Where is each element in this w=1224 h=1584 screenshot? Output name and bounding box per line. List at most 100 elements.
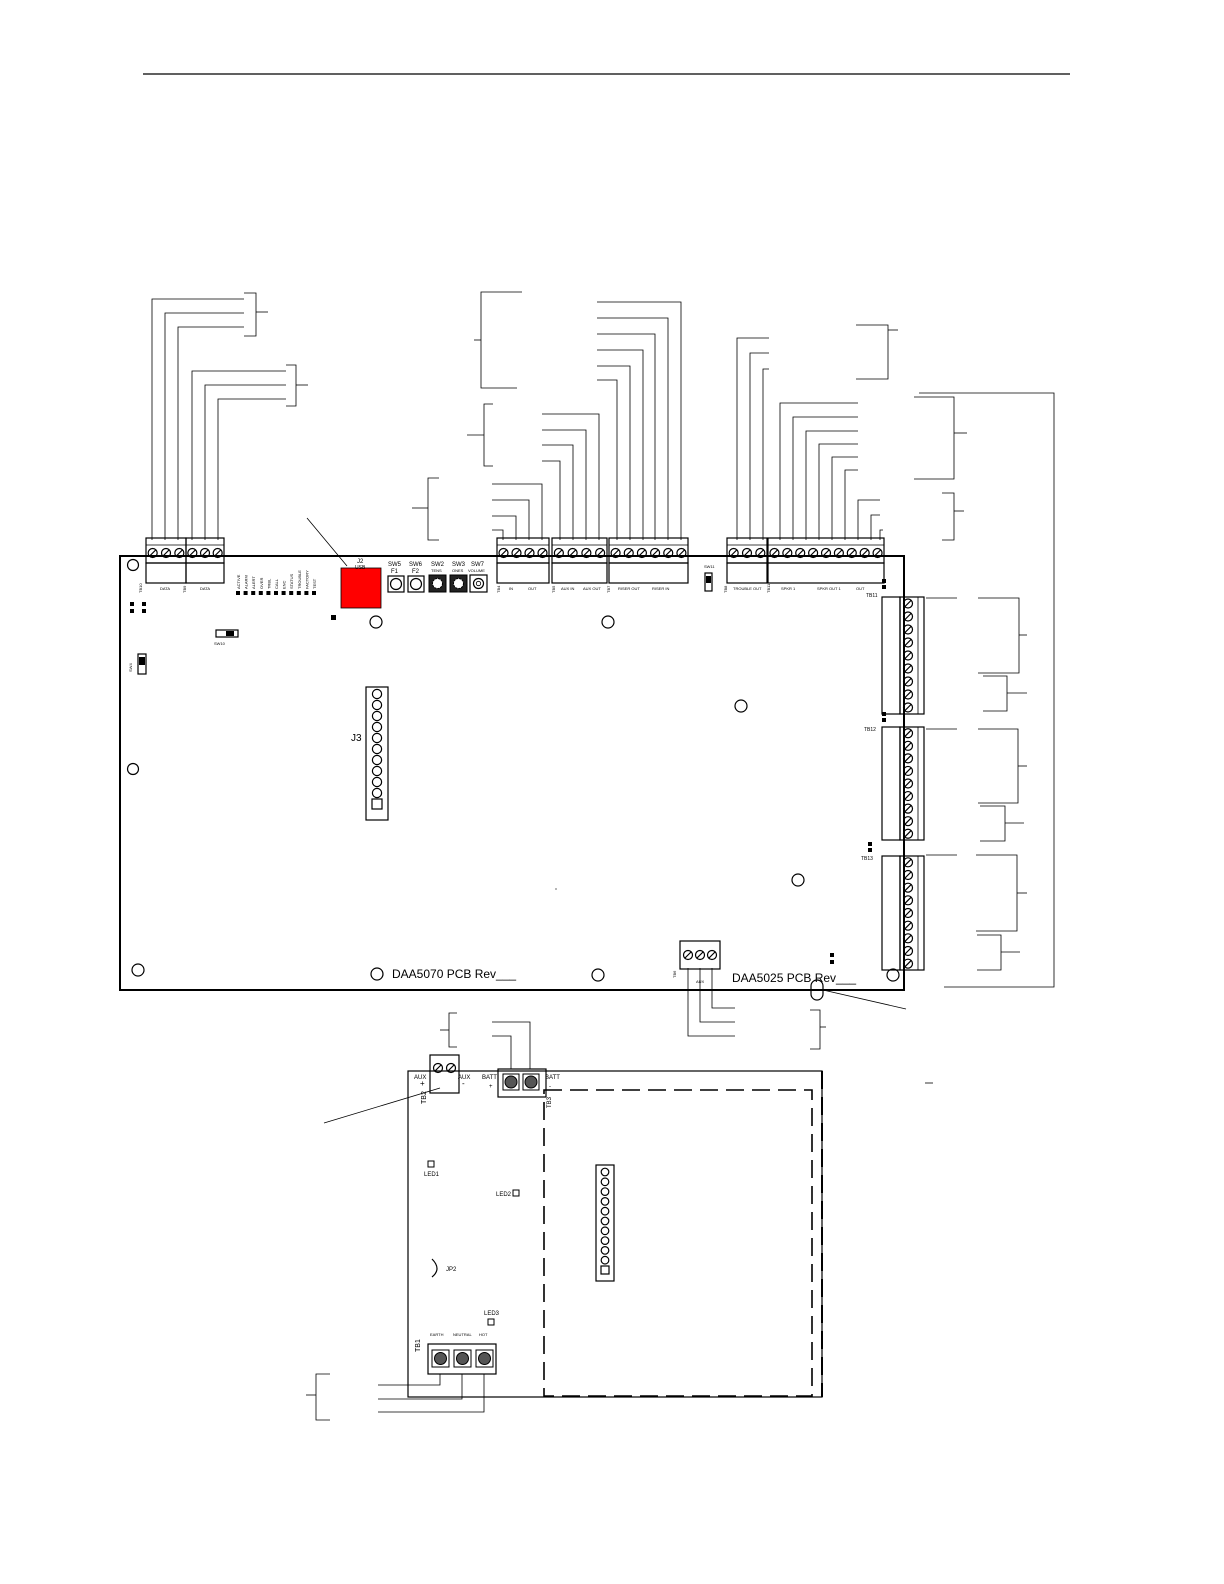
- tb6-leaders: [687, 968, 826, 1050]
- led3-label: LED3: [484, 1311, 500, 1317]
- sw7-label: SW7: [471, 562, 485, 568]
- terminal-screw-icon: [902, 828, 914, 839]
- j3-header: [365, 686, 389, 821]
- terminal-screw-icon: [663, 547, 674, 559]
- ps-pin: [600, 1226, 610, 1236]
- tb13-label: TB13: [861, 856, 873, 862]
- sw3-label: SW3: [452, 562, 466, 568]
- terminal-screw-icon: [859, 547, 870, 559]
- spkr-out1-label: SPKR OUT 1: [817, 586, 841, 591]
- out-label: OUT: [856, 586, 865, 591]
- status-led-label: STATUS: [289, 573, 294, 589]
- power-supply-board: [407, 1070, 823, 1398]
- j3-pin: [371, 787, 383, 799]
- trouble-out-label: TROUBLE OUT: [733, 586, 762, 591]
- terminal-screw-icon: [902, 689, 914, 700]
- status-led-label: TRBL: [266, 578, 271, 589]
- terminal-screw-icon: [524, 547, 535, 559]
- terminal-screw-icon: [902, 857, 914, 868]
- sw2-label: SW2: [431, 562, 445, 568]
- power-supply-dashed-area: [543, 1089, 813, 1397]
- aux-in-label: AUX IN: [561, 586, 574, 591]
- tb6-screws: [682, 949, 718, 961]
- terminal-screw-icon: [902, 753, 914, 764]
- main-pcb: [119, 555, 905, 991]
- terminal-screw-icon: [902, 803, 914, 814]
- terminal-screw-icon: [902, 765, 914, 777]
- side-leds: [830, 579, 886, 964]
- terminal-screw-icon: [902, 676, 914, 687]
- tb12-label: TB12: [864, 727, 876, 733]
- terminal-screw-icon: [782, 547, 793, 559]
- terminal-screw-icon: [553, 547, 564, 559]
- riser-in-label: RISER IN: [652, 586, 669, 591]
- terminal-screw-icon: [636, 547, 648, 559]
- tb11-label: TB11: [866, 593, 878, 599]
- tb10-data-label: DATA: [160, 586, 170, 591]
- jp2-jumper-icon: [431, 1258, 438, 1278]
- status-led-label: ALERT: [251, 576, 256, 589]
- aux-left-label: AUX: [414, 1075, 426, 1081]
- status-led-label: TEST: [312, 578, 317, 589]
- status-led: [289, 591, 294, 595]
- status-led: [258, 591, 263, 595]
- side-terminal-block: [881, 855, 925, 971]
- terminal-screw-icon: [902, 869, 914, 881]
- ps-pin: [600, 1265, 610, 1275]
- j3-pin: [371, 688, 383, 700]
- terminal-screw-icon: [872, 547, 883, 559]
- status-led-label: CALL: [274, 578, 279, 589]
- aux-out-label: AUX OUT: [583, 586, 601, 591]
- sw6-button: [407, 575, 425, 593]
- terminal-screw-icon: [595, 547, 606, 559]
- tb1-screws: [431, 1349, 494, 1368]
- ps-pin: [600, 1177, 610, 1187]
- top-terminal-block: [496, 537, 550, 584]
- sw5-label: SW5: [388, 562, 402, 568]
- riser-out-label: RISER OUT: [618, 586, 640, 591]
- batt-right-label: BATT: [545, 1075, 560, 1081]
- j3-pin: [371, 743, 383, 755]
- j3-pin: [371, 699, 383, 711]
- terminal-screw-icon: [755, 547, 766, 559]
- side-terminal-block: [881, 596, 925, 715]
- wire-leaders-right: [926, 597, 1027, 971]
- led3: [487, 1318, 495, 1326]
- terminal-screw-icon: [902, 816, 914, 827]
- terminal-screw-icon: [902, 933, 914, 944]
- terminal-screw-icon: [649, 547, 661, 559]
- terminal-screw-icon: [581, 547, 592, 559]
- sw6-label: SW6: [409, 562, 423, 568]
- terminal-screw-icon: [567, 547, 578, 559]
- terminal-screw-icon: [902, 945, 914, 957]
- tb1-label: TB1: [415, 1339, 422, 1352]
- daa5070-label: DAA5070 PCB Rev___: [392, 967, 516, 981]
- terminal-screw-icon: [902, 882, 914, 893]
- j3-pin: [371, 732, 383, 744]
- sw6-knob: [409, 577, 423, 591]
- aux-plus-label: +: [420, 1079, 425, 1088]
- terminal-screw-icon: [498, 547, 509, 559]
- j3-pins: [371, 688, 383, 810]
- j3-pin: [371, 754, 383, 766]
- terminal-screw-icon: [902, 958, 914, 969]
- j3-pin: [371, 798, 383, 810]
- spkr1-label: SPKR 1: [781, 586, 796, 591]
- terminal-screw-icon: [808, 547, 819, 559]
- led2: [512, 1189, 520, 1197]
- terminal-screw-icon: [187, 547, 198, 559]
- terminal-screw-icon: [902, 740, 914, 751]
- tb3-label: TB3: [547, 1096, 553, 1108]
- ps-pin: [600, 1187, 610, 1196]
- tb2-terminal-block: [429, 1054, 460, 1094]
- sw3-sub: ONES: [452, 568, 464, 573]
- terminal-screw-icon: [160, 547, 172, 559]
- status-led-label: ENC: [282, 580, 287, 589]
- status-led: [251, 591, 256, 595]
- led-near-usb: [331, 615, 336, 620]
- f1-label: F1: [391, 569, 399, 575]
- status-led-label: OVER: [259, 578, 264, 589]
- tb10-label: TB10: [138, 583, 143, 593]
- terminal-screw-icon: [902, 624, 914, 635]
